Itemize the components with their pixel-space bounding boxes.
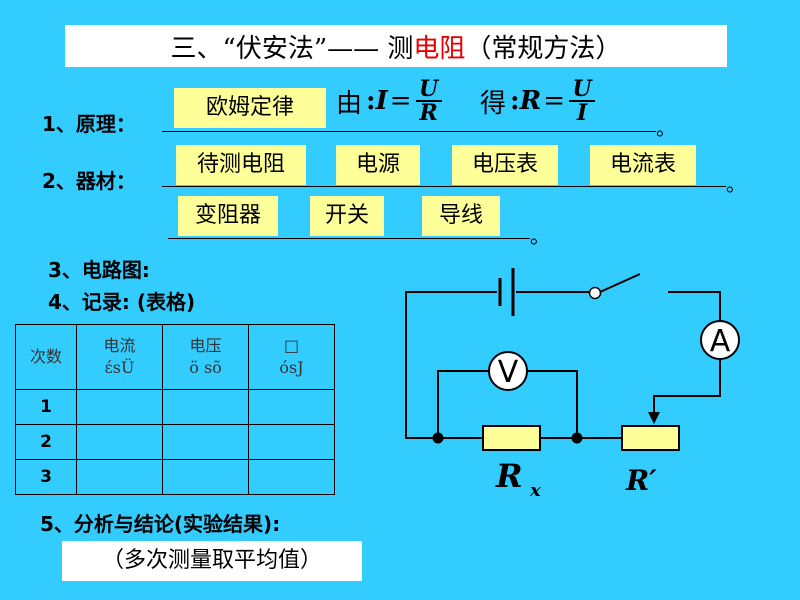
formula-2-numerator: U [572,76,592,102]
equipment-period-1: 。 [726,172,746,196]
wire-ammeter-slider [653,359,721,418]
table-cell [248,424,335,460]
principle-formula-2: 得 : R = U I [480,78,597,124]
formula-2-denominator: I [576,100,588,126]
equipment-item-power: 电源 [336,145,420,185]
formula-1-denominator: R [419,100,438,126]
formula-1-fraction: U R [415,76,442,126]
table-cell [162,424,249,460]
ammeter-icon [700,320,740,360]
equipment-item-resistor: 待测电阻 [176,145,306,185]
principle-underline [162,131,656,132]
wire-switch-ammeter [668,291,721,321]
junction-dot-right [571,432,583,444]
table-cell [248,459,335,495]
rprime-label: R′ [625,464,657,497]
equipment-period-2: 。 [530,224,550,248]
equipment-underline-1 [162,186,726,187]
equipment-underline-2 [168,238,530,239]
title-highlight: 电阻 [413,33,466,64]
principle-answer: 欧姆定律 [174,88,326,128]
table-row-number: 1 [15,389,77,425]
wire-voltmeter-left [437,370,489,438]
record-heading: 4、记录: (表格) [48,290,196,314]
rx-subscript: x [529,480,541,501]
equipment-label: 2、器材： [42,169,136,193]
voltmeter-label: V [498,355,519,390]
slider-arrow-icon [648,412,660,424]
table-row-number: 3 [15,459,77,495]
equipment-item-wire: 导线 [422,196,500,236]
equipment-item-voltmeter: 电压表 [452,145,558,185]
wire-left [405,291,497,439]
formula-2-lhs: R [519,86,542,116]
wire-voltmeter-right [527,370,578,438]
table-header-count: 次数 [15,324,77,390]
equipment-item-ammeter: 电流表 [590,145,696,185]
resistor-rx [482,425,541,451]
junction-dot-left [432,432,444,444]
equipment-item-switch: 开关 [310,196,384,236]
page-title: 三、“伏安法”—— 测电阻（常规方法） [65,25,727,67]
circuit-heading: 3、电路图: [48,258,150,282]
resistor-rprime [621,425,680,451]
ammeter-label: A [710,324,731,359]
voltmeter-icon [488,351,528,391]
principle-period: 。 [656,116,676,140]
formula-1-lhs: I [375,86,388,116]
switch-lever [599,273,641,293]
equipment-item-rheostat: 变阻器 [178,196,278,236]
conclusion-box: （多次测量取平均值） [62,541,362,581]
table-row: 3 [15,459,335,495]
title-prefix: 三、“伏安法”—— 测 [170,33,414,64]
principle-formula-1: 由 : I = U R [336,78,444,124]
formula-1-numerator: U [419,76,439,102]
formula-2-prefix: 得 [480,88,507,119]
analysis-heading: 5、分析与结论(实验结果): [40,512,281,536]
rx-label: R [495,457,523,495]
switch-pivot [588,286,602,300]
title-suffix: （常规方法） [465,33,622,64]
formula-2-fraction: U I [569,76,596,126]
table-cell [162,389,249,425]
table-cell [76,459,163,495]
formula-1-prefix: 由 [336,88,363,119]
principle-label: 1、原理： [42,112,136,136]
